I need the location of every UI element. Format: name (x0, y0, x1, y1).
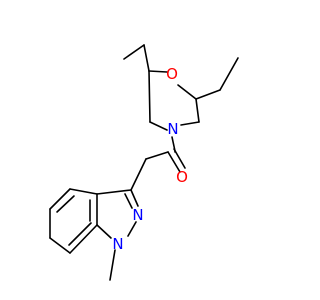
structure-canvas: O N O N N (49, 44, 239, 281)
bond (195, 98, 200, 123)
bond (148, 70, 168, 73)
bond (124, 193, 133, 209)
bond (145, 151, 169, 160)
bond (167, 151, 181, 173)
oxygen-atom-label: O (166, 65, 178, 83)
bond (148, 70, 151, 123)
bond (130, 158, 147, 191)
bond (68, 222, 92, 246)
bond (127, 221, 137, 237)
bond (69, 224, 98, 254)
bond (109, 249, 116, 281)
bond (219, 57, 239, 91)
carbonyl-oxygen-label: O (176, 168, 188, 186)
molecule-drawing: O N O N N (49, 44, 239, 281)
indazole-n1-label: N (112, 235, 123, 253)
bond (123, 44, 145, 60)
bond (149, 121, 168, 131)
bond (69, 188, 98, 195)
bond (130, 189, 139, 207)
bond (143, 44, 150, 72)
bond (195, 89, 221, 100)
indazole-n2-label: N (132, 206, 143, 224)
bond (173, 148, 186, 169)
bond (49, 237, 71, 254)
bond (56, 195, 75, 213)
bond (49, 188, 71, 210)
bond (96, 224, 112, 239)
nitrogen-atom-label: N (167, 120, 178, 138)
bond (180, 121, 200, 126)
bond (96, 189, 132, 195)
bond (177, 84, 197, 100)
